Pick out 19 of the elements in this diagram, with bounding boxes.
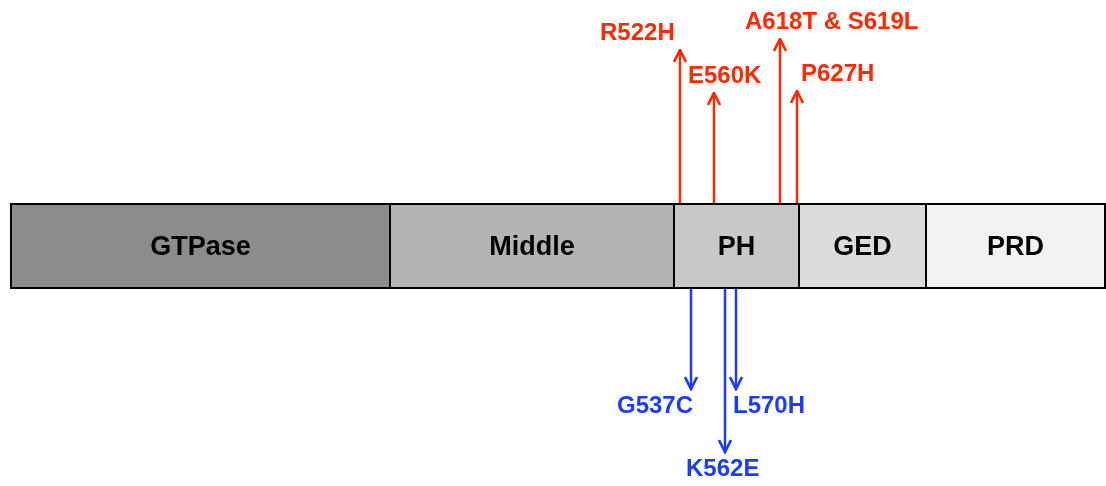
arrow <box>728 289 744 391</box>
domain-box: Middle <box>389 203 675 289</box>
mutation-label: E560K <box>688 61 762 89</box>
domain-box: GTPase <box>10 203 391 289</box>
arrow <box>717 289 733 454</box>
mutation-label: K562E <box>686 454 760 482</box>
domain-box: PH <box>673 203 800 289</box>
mutation-label: L570H <box>733 391 806 419</box>
domain-box: PRD <box>925 203 1106 289</box>
arrow <box>672 48 688 203</box>
arrow <box>683 289 699 391</box>
arrow <box>789 89 805 203</box>
mutation-label: R522H <box>600 18 675 46</box>
mutation-label: G537C <box>617 391 694 419</box>
mutation-label: P627H <box>801 59 875 87</box>
mutation-label: A618T & S619L <box>745 7 919 35</box>
domain-box: GED <box>798 203 927 289</box>
arrow <box>772 37 788 203</box>
arrow <box>706 91 722 203</box>
